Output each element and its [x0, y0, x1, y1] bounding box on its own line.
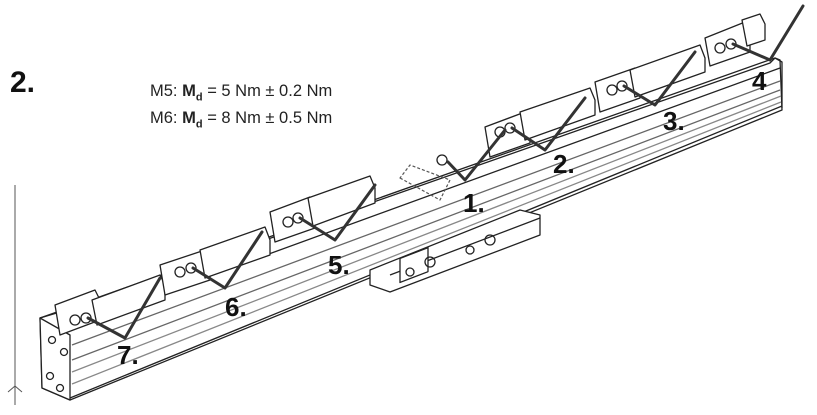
torque-line-m5: M5: Md = 5 Nm ± 0.2 Nm: [150, 81, 332, 108]
torque-m5-symbol: M: [182, 82, 196, 100]
hex-keys: [86, 4, 805, 340]
torque-m6-symbol: M: [182, 109, 196, 128]
torque-m6-prefix: M6:: [150, 109, 178, 128]
torque-m5-sub: d: [195, 91, 203, 104]
torque-m6-sub: d: [195, 118, 203, 131]
sequence-label-2: 2.: [553, 149, 575, 179]
sequence-label-6: 6.: [225, 292, 247, 322]
sequence-label-3: 3.: [663, 106, 685, 136]
carriage: [369, 209, 541, 293]
torque-m6-value: = 8 Nm ± 0.5 Nm: [207, 109, 333, 128]
torque-m5-prefix: M5:: [150, 82, 178, 100]
clamp-blocks: [54, 13, 766, 336]
torque-m5-value: = 5 Nm ± 0.2 Nm: [207, 82, 333, 100]
sequence-label-5: 5.: [328, 250, 350, 280]
torque-line-m6: M6: Md = 8 Nm ± 0.5 Nm: [150, 108, 332, 135]
torque-spec: M5: Md = 5 Nm ± 0.2 Nm M6: Md = 8 Nm ± 0…: [150, 81, 332, 136]
sequence-label-1: 1.: [463, 188, 485, 218]
step-number: 2.: [10, 66, 36, 99]
sequence-label-7: 7.: [117, 340, 139, 370]
sequence-label-4: 4: [752, 66, 767, 96]
ghost-hex-key: [399, 164, 451, 201]
